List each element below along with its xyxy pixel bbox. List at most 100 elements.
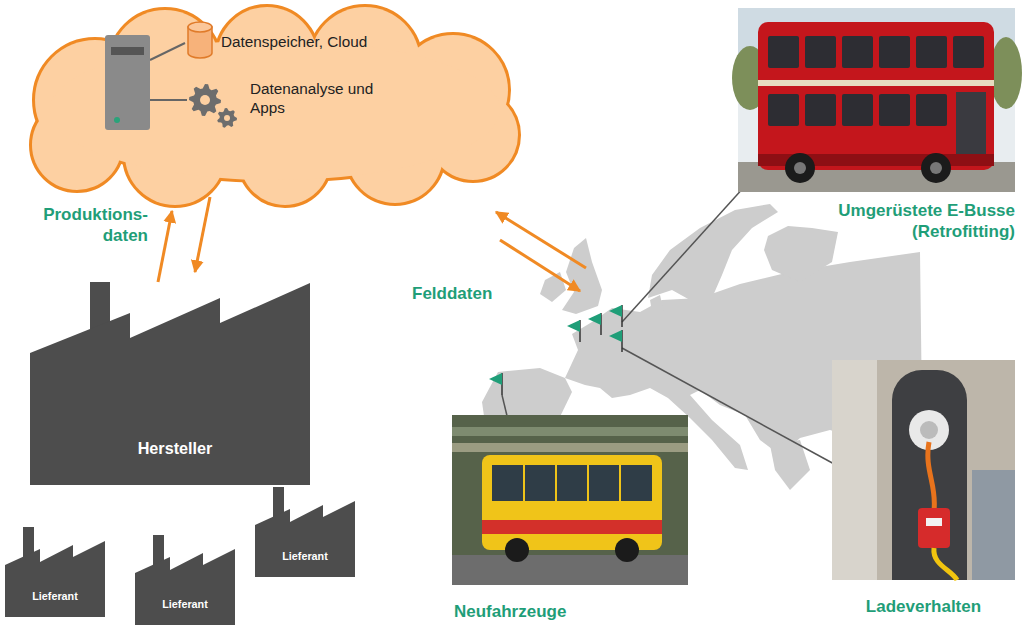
cloud-text: Datenspeicher, Cloud (221, 32, 421, 51)
map-ireland (540, 272, 566, 302)
charging-socket-core (920, 421, 938, 439)
motion-streak (452, 443, 688, 452)
charging-post (892, 370, 967, 580)
bus-wheel (921, 153, 951, 183)
charging-post (892, 480, 967, 580)
bus-windows (492, 465, 652, 501)
node-shape (452, 415, 688, 585)
charging-plug (918, 508, 950, 548)
factory-label: Hersteller (110, 438, 240, 458)
photo-node: Umgerüstete E-Busse (Retrofitting) (738, 8, 1015, 192)
gear-icon (217, 108, 237, 128)
bus-hub (930, 162, 942, 174)
photo-road (452, 555, 688, 585)
photo-background (452, 415, 688, 585)
gear-hole (224, 115, 230, 121)
cloud-node: Datenspeicher, CloudDatenanalyse und App… (5, 5, 545, 205)
photo-caption: Ladeverhalten (812, 596, 1024, 617)
server-icon (105, 35, 150, 130)
leader-line (622, 186, 745, 322)
factory-body (30, 283, 310, 485)
bus-window (805, 94, 836, 126)
photo-tree (990, 37, 1022, 109)
map-finland (764, 226, 838, 282)
map-scandinavia (648, 204, 778, 300)
shape-group (30, 282, 310, 485)
bus-wheel (615, 538, 639, 562)
server-slot (111, 47, 144, 55)
icon-link (150, 43, 185, 60)
photo-node: Ladeverhalten (832, 360, 1015, 580)
factory-label: Lieferant (255, 550, 355, 563)
shape-group (5, 527, 105, 617)
location-flags (489, 305, 622, 395)
factory-label: Lieferant (135, 598, 235, 611)
factory-body (255, 501, 355, 577)
photo-car (972, 470, 1015, 580)
factory-label: Lieferant (5, 590, 105, 603)
bus-window (805, 36, 836, 68)
photo-background (738, 8, 1015, 192)
motion-streak (452, 427, 688, 436)
flag (609, 330, 622, 342)
photo-background (832, 360, 1015, 580)
supplier-factory: Lieferant (135, 535, 235, 625)
shape-group (255, 487, 355, 577)
factory-body (5, 541, 105, 617)
data-flow-arrow (195, 197, 210, 272)
data-arrow (500, 240, 580, 291)
bus-window (916, 94, 947, 126)
bus-window (879, 94, 910, 126)
photo-caption: Neufahrzeuge (454, 601, 566, 622)
bus-window (768, 36, 799, 68)
bus-window (879, 36, 910, 68)
cloud-text: Datenanalyse und Apps (250, 79, 380, 117)
plug-label (926, 518, 942, 526)
flag (489, 373, 502, 385)
shape-group (32, 7, 518, 205)
bus-hub (794, 162, 806, 174)
map-britain (562, 238, 602, 314)
server-led (114, 117, 120, 123)
data-flow-label: Felddaten (412, 283, 492, 304)
charging-cable (928, 442, 935, 510)
factory-body (135, 549, 235, 625)
flag (609, 305, 622, 317)
bus-window (953, 36, 984, 68)
map-denmark (650, 295, 664, 312)
bus-window (842, 36, 873, 68)
shape-group (832, 360, 1015, 580)
flag (588, 313, 601, 325)
node-shape (738, 8, 1015, 192)
field-data-arrows (496, 212, 586, 291)
bus-body (482, 455, 662, 550)
window-frame (619, 465, 621, 501)
bus-band (482, 520, 662, 534)
bus-body (758, 22, 994, 170)
supplier-factory: Lieferant (5, 527, 105, 617)
charging-cable (934, 548, 957, 580)
window-frame (555, 465, 557, 501)
bus-window (842, 94, 873, 126)
supplier-factory: Lieferant (255, 487, 355, 577)
shape-group (452, 415, 688, 585)
data-arrow (496, 212, 586, 268)
shape-group (135, 535, 235, 625)
window-frame (523, 465, 525, 501)
database-top (188, 22, 212, 32)
bus-door (956, 92, 986, 156)
node-shape (255, 487, 355, 577)
cloud-outline (32, 7, 518, 205)
bus-window (768, 94, 799, 126)
gear-icon (189, 84, 221, 116)
gear-hole (200, 95, 210, 105)
factory-node: Hersteller (30, 278, 310, 485)
bus-wheel (505, 538, 529, 562)
window-frame (587, 465, 589, 501)
node-shape (832, 360, 1015, 580)
node-shape (5, 527, 105, 617)
cloud-fill (32, 7, 518, 205)
data-flow-arrow (158, 211, 172, 282)
shape-group (732, 8, 1022, 192)
